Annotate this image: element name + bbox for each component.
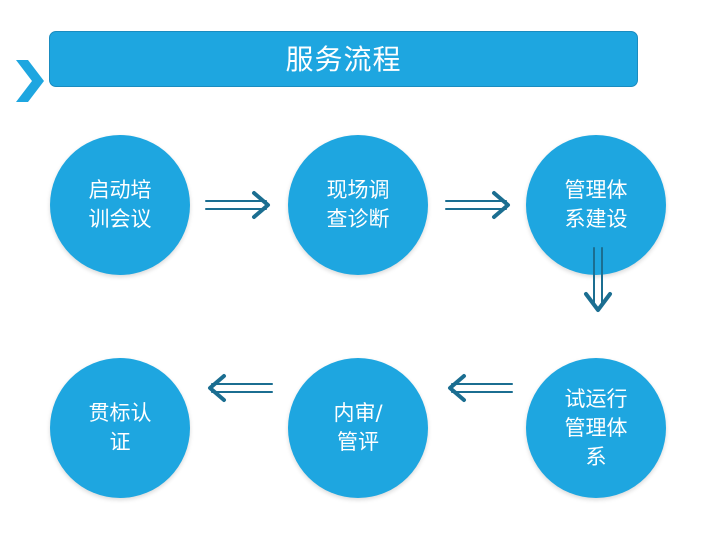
- arrow-left-icon: [208, 374, 273, 402]
- page-title: 服务流程: [285, 43, 402, 76]
- arrow-right-icon: [205, 191, 270, 219]
- step-system-building: 管理体系建设: [526, 135, 666, 275]
- chevron-right-icon: [16, 60, 44, 102]
- step-kickoff-training: 启动培训会议: [50, 135, 190, 275]
- step-label: 贯标认证: [88, 401, 152, 454]
- step-label: 试运行管理体系: [564, 386, 628, 469]
- step-label: 现场调查诊断: [326, 178, 390, 231]
- arrow-down-icon: [584, 247, 612, 312]
- title-bar: 服务流程: [49, 31, 638, 87]
- step-onsite-diagnosis: 现场调查诊断: [288, 135, 428, 275]
- step-certification: 贯标认证: [50, 358, 190, 498]
- arrow-right-icon: [445, 191, 510, 219]
- step-label: 启动培训会议: [88, 178, 152, 231]
- step-label: 管理体系建设: [564, 178, 628, 231]
- step-trial-run: 试运行管理体系: [526, 358, 666, 498]
- step-internal-audit: 内审/管评: [288, 358, 428, 498]
- step-label: 内审/管评: [333, 401, 383, 454]
- arrow-left-icon: [448, 374, 513, 402]
